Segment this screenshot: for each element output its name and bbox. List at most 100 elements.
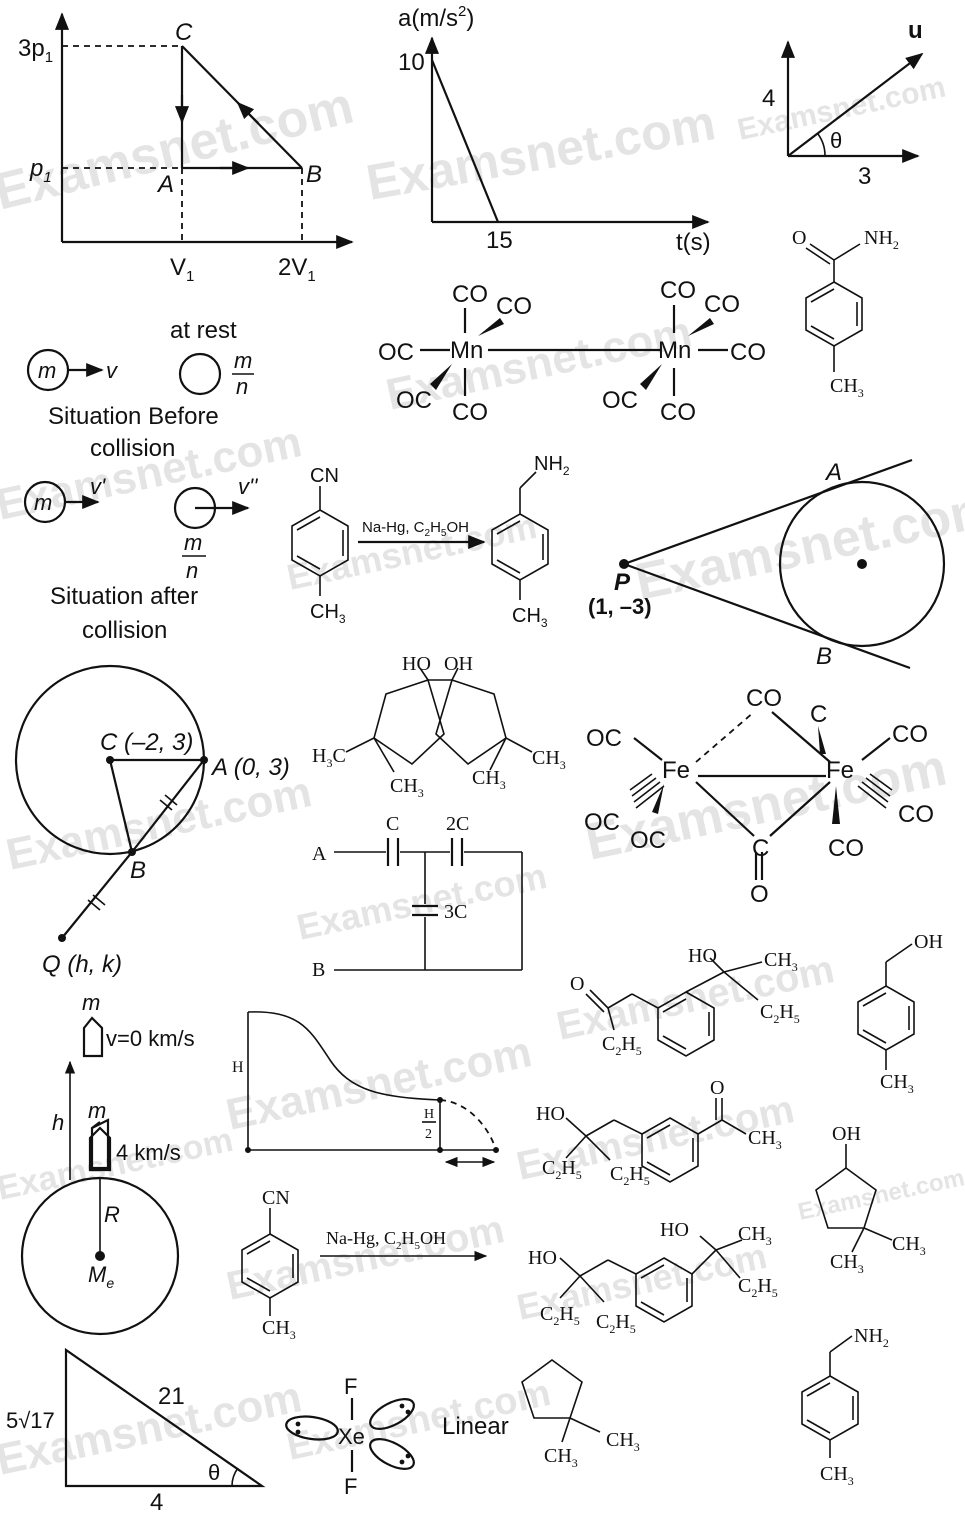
ketone1-ch3: CH3 xyxy=(764,949,798,974)
fe-ligand-co: CO xyxy=(898,801,934,828)
fe-ligand-co: CO xyxy=(828,835,864,862)
benzyl-alcohol-oh: OH xyxy=(914,931,943,953)
mn-ligand-co: CO xyxy=(660,277,696,304)
diol-structure-2: HO HO CH3 C2H5 C2H5 C2H5 xyxy=(528,1219,778,1336)
rocket-escape-diagram: m v=0 km/s h m 4 km/s R Me xyxy=(20,990,195,1336)
iron-carbonyl-complex: Fe Fe CO C C O OC OC OC CO CO CO xyxy=(584,685,934,908)
diol2-ch3: CH3 xyxy=(738,1223,772,1248)
external-point-p: P xyxy=(614,569,631,596)
mn-ligand-co: CO xyxy=(452,399,488,426)
xef2-structure: F Xe F Linear xyxy=(285,1374,509,1499)
circle-geometry-diagram: C (–2, 3) A (0, 3) B Q (h, k) xyxy=(14,664,290,978)
fe-ligand-oc: OC xyxy=(586,725,622,752)
manganese-carbonyl-complex: Mn Mn CO CO OC OC CO CO CO CO OC CO xyxy=(378,277,766,426)
mass-fraction-bottom-after: n xyxy=(186,558,198,583)
benzylamine-ch3: CH3 xyxy=(820,1463,854,1488)
velocity-v2: v'' xyxy=(238,474,258,499)
mn-ligand-co: CO xyxy=(730,339,766,366)
triangle-theta: θ xyxy=(208,1460,220,1485)
mn-ligand-oc: OC xyxy=(602,387,638,414)
pv-x2-label: 2V1 xyxy=(278,254,316,285)
diol2-ho: HO xyxy=(660,1219,689,1241)
fe-atom-right: Fe xyxy=(826,757,854,784)
pv-point-a: A xyxy=(156,171,174,198)
cyclopentane-ch3: CH3 xyxy=(606,1429,640,1454)
diol2-ho: HO xyxy=(528,1247,557,1269)
before-label-line2: collision xyxy=(90,435,175,462)
xef2-xenon: Xe xyxy=(338,1424,365,1449)
watermark: Examsnet.com xyxy=(222,1027,536,1140)
ketone1-ho: HO xyxy=(688,945,717,967)
pv-y-top-label: 3p1 xyxy=(18,35,53,66)
velocity-v: v xyxy=(106,358,119,383)
cyclopentane-ch3: CH3 xyxy=(544,1445,578,1470)
pv-x1-label: V1 xyxy=(170,254,194,285)
circle-point-a: A (0, 3) xyxy=(210,754,290,781)
fe-bridge-c: C xyxy=(752,835,769,862)
mass-fraction-top-after: m xyxy=(184,530,202,555)
ketone2-c2h5: C2H5 xyxy=(542,1157,582,1182)
fe-atom-left: Fe xyxy=(662,757,690,784)
ketone1-o: O xyxy=(570,973,584,995)
product-nh2: NH2 xyxy=(534,453,570,478)
diol-ch3: CH3 xyxy=(390,775,424,800)
mn-atom-right: Mn xyxy=(658,337,691,364)
circle-center-c: C (–2, 3) xyxy=(100,729,193,756)
reduction-reaction-2: CN CH3 Na-Hg, C2H5OH xyxy=(241,1187,488,1342)
reduction-reaction-1: CN CH3 Na-Hg, C2H5OH NH2 CH3 xyxy=(291,453,570,630)
fe-bridge-c: C xyxy=(810,701,827,728)
pv-point-b: B xyxy=(306,161,322,188)
cyclopentanol-ch3: CH3 xyxy=(830,1251,864,1276)
earth-mass: Me xyxy=(88,1262,114,1291)
capacitor-terminal-a: A xyxy=(312,843,327,865)
diol2-c2h5: C2H5 xyxy=(540,1303,580,1328)
reaction-reagent: Na-Hg, C2H5OH xyxy=(362,519,469,539)
ketone2-o: O xyxy=(710,1077,724,1099)
tangent-point-a: A xyxy=(824,459,842,486)
rocket-mass-top: m xyxy=(82,990,100,1015)
benzamide-nh2: NH2 xyxy=(864,227,899,252)
external-point-coord: (1, –3) xyxy=(588,594,652,619)
tangent-point-b: B xyxy=(816,643,832,670)
circle-point-b: B xyxy=(130,857,146,884)
pv-point-c: C xyxy=(175,19,193,46)
tangent-circle-diagram: A B P (1, –3) xyxy=(588,458,946,670)
xef2-shape-label: Linear xyxy=(442,1413,509,1440)
mass-m: m xyxy=(38,358,56,383)
diol2-c2h5: C2H5 xyxy=(738,1275,778,1300)
pv-y-mid-label: p1 xyxy=(29,155,52,186)
mn-ligand-co: CO xyxy=(660,399,696,426)
mn-ligand-oc: OC xyxy=(378,339,414,366)
mn-ligand-co: CO xyxy=(496,293,532,320)
point-q: Q (h, k) xyxy=(42,951,122,978)
capacitor-c: C xyxy=(386,813,399,835)
cyclopentanol-ch3: CH3 xyxy=(892,1233,926,1258)
vector-y-label: 4 xyxy=(762,85,775,112)
watermark: Examsnet.com xyxy=(630,479,965,612)
vector-x-label: 3 xyxy=(858,163,871,190)
diol-ch3: CH3 xyxy=(472,767,506,792)
fe-bridge-co: CO xyxy=(746,685,782,712)
accel-y-label: a(m/s2) xyxy=(398,3,474,32)
watermark: Examsnet.com xyxy=(223,1207,508,1309)
reactant2-ch3: CH3 xyxy=(262,1317,296,1342)
capacitor-3c: 3C xyxy=(444,901,467,923)
cyclopentanol-oh: OH xyxy=(832,1123,861,1145)
after-label-line1: Situation after xyxy=(50,583,198,610)
collision-diagram: at rest m v m n Situation Before collisi… xyxy=(23,317,258,644)
slide-height-h: H xyxy=(232,1059,244,1076)
slide-half-height-top: H xyxy=(424,1107,434,1122)
reactant2-cn: CN xyxy=(262,1187,290,1209)
diol-oh: OH xyxy=(444,653,473,675)
ketone1-c2h5: C2H5 xyxy=(602,1033,642,1058)
capacitor-network: A B C 2C 3C xyxy=(312,813,523,981)
mn-ligand-oc: OC xyxy=(396,387,432,414)
triangle-base: 4 xyxy=(150,1489,163,1515)
vector-theta-label: θ xyxy=(830,128,842,153)
diol-ho: HO xyxy=(402,653,431,675)
diol2-c2h5: C2H5 xyxy=(596,1311,636,1336)
ketone1-c2h5: C2H5 xyxy=(760,1001,800,1026)
reactant-ch3: CH3 xyxy=(310,601,346,626)
ketone2-ch3: CH3 xyxy=(748,1127,782,1152)
product-ch3: CH3 xyxy=(512,605,548,630)
